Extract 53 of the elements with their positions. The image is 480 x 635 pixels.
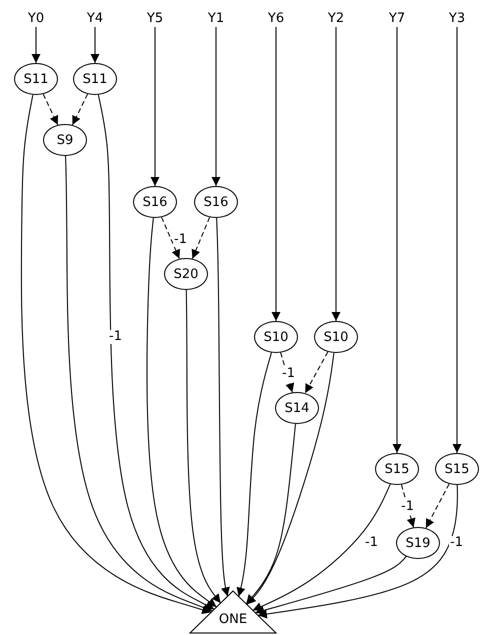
variable-label: Y7 xyxy=(381,9,413,27)
arrow xyxy=(186,290,222,604)
ellipse-node: S9 xyxy=(43,124,87,156)
arrow xyxy=(246,423,296,604)
arrow xyxy=(90,26,100,64)
arrow xyxy=(280,352,294,393)
variable-label: Y6 xyxy=(260,9,292,27)
arrow xyxy=(32,26,40,64)
ellipse-node: S16 xyxy=(194,186,238,218)
variable-label: Y1 xyxy=(200,9,232,27)
arrow xyxy=(246,352,334,605)
arrow xyxy=(65,156,213,612)
edge-label: -1 xyxy=(108,330,123,344)
arrow xyxy=(272,26,280,322)
arrow xyxy=(216,218,230,597)
ellipse-node: S16 xyxy=(133,186,177,218)
arrow xyxy=(332,26,340,322)
arrow xyxy=(392,26,402,454)
edge-label: -1 xyxy=(173,233,188,247)
arrow xyxy=(252,484,391,611)
edge-label: -1 xyxy=(400,500,415,514)
arrow xyxy=(425,483,450,529)
variable-label: Y2 xyxy=(320,9,352,27)
arrow xyxy=(257,484,458,618)
ellipse-node: S19 xyxy=(396,527,440,559)
variable-label: Y0 xyxy=(20,9,52,27)
edge-label: -1 xyxy=(281,367,296,381)
arrow xyxy=(304,351,328,394)
ellipse-node: S11 xyxy=(14,63,58,95)
arrow xyxy=(161,216,180,260)
arrow xyxy=(400,484,416,528)
ellipse-node: S20 xyxy=(164,258,208,290)
arrow xyxy=(98,94,215,610)
ellipse-node: S10 xyxy=(314,321,358,353)
arrow xyxy=(146,217,218,608)
ellipse-node: S15 xyxy=(375,453,419,485)
arrow xyxy=(452,26,462,454)
arrow xyxy=(236,352,272,598)
arrow xyxy=(150,26,160,186)
ellipse-node: S14 xyxy=(275,392,319,424)
variable-label: Y5 xyxy=(139,9,171,27)
arrow xyxy=(20,94,212,614)
variable-label: Y3 xyxy=(441,9,473,27)
arrow xyxy=(254,556,407,615)
ellipse-node: S15 xyxy=(435,453,479,485)
arrow xyxy=(42,94,58,126)
arrow xyxy=(192,216,210,260)
ellipse-node: S10 xyxy=(254,321,298,353)
arrow xyxy=(72,94,88,126)
ellipse-node: S11 xyxy=(73,63,117,95)
variable-label: Y4 xyxy=(79,9,111,27)
triangle-node: ONE xyxy=(189,590,277,634)
arrow xyxy=(212,26,220,186)
